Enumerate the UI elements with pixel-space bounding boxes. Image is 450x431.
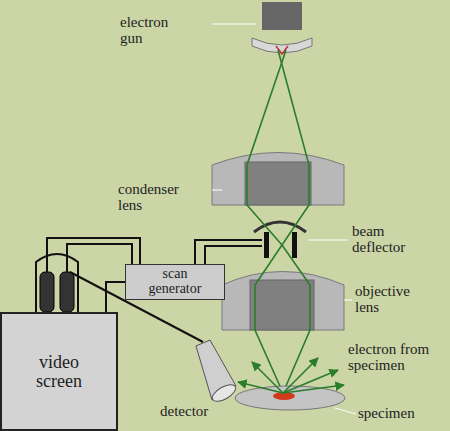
part-label: beam deflector	[352, 224, 412, 256]
leader-line	[212, 190, 222, 191]
objective-bore	[250, 280, 314, 330]
scan-generator-box: scan generator	[125, 264, 225, 300]
condenser-bore	[245, 162, 311, 205]
electron-beam	[247, 50, 286, 393]
part-label: electron from specimen	[348, 342, 444, 374]
leader-line	[212, 24, 256, 25]
screen-connector	[40, 272, 54, 312]
emitted-electrons	[238, 358, 344, 393]
part-label: objective lens	[355, 284, 415, 316]
gun-housing	[262, 2, 302, 30]
deflector-plate	[264, 232, 269, 258]
screen-connector	[60, 272, 74, 312]
signal-wire	[106, 282, 125, 312]
screen-cable	[36, 254, 78, 312]
detector-mouth	[210, 381, 239, 404]
node-label: scan generator	[140, 267, 210, 296]
part-label: electron gun	[120, 15, 180, 47]
objective-lens-shape	[222, 272, 344, 331]
part-label: detector	[160, 404, 220, 420]
leader-line	[308, 240, 348, 241]
leader-line	[335, 408, 356, 414]
leader-line	[344, 300, 352, 301]
video-screen-box: video screen	[0, 312, 118, 431]
deflector-plate	[292, 232, 297, 258]
electron-beam	[278, 50, 310, 393]
deflector-arc	[254, 222, 306, 232]
filament	[276, 46, 288, 54]
part-label: condenser lens	[118, 182, 178, 214]
condenser-lens-shape	[212, 153, 344, 206]
part-label: specimen	[358, 406, 418, 422]
cathode	[252, 38, 312, 53]
node-label: video screen	[24, 353, 94, 391]
